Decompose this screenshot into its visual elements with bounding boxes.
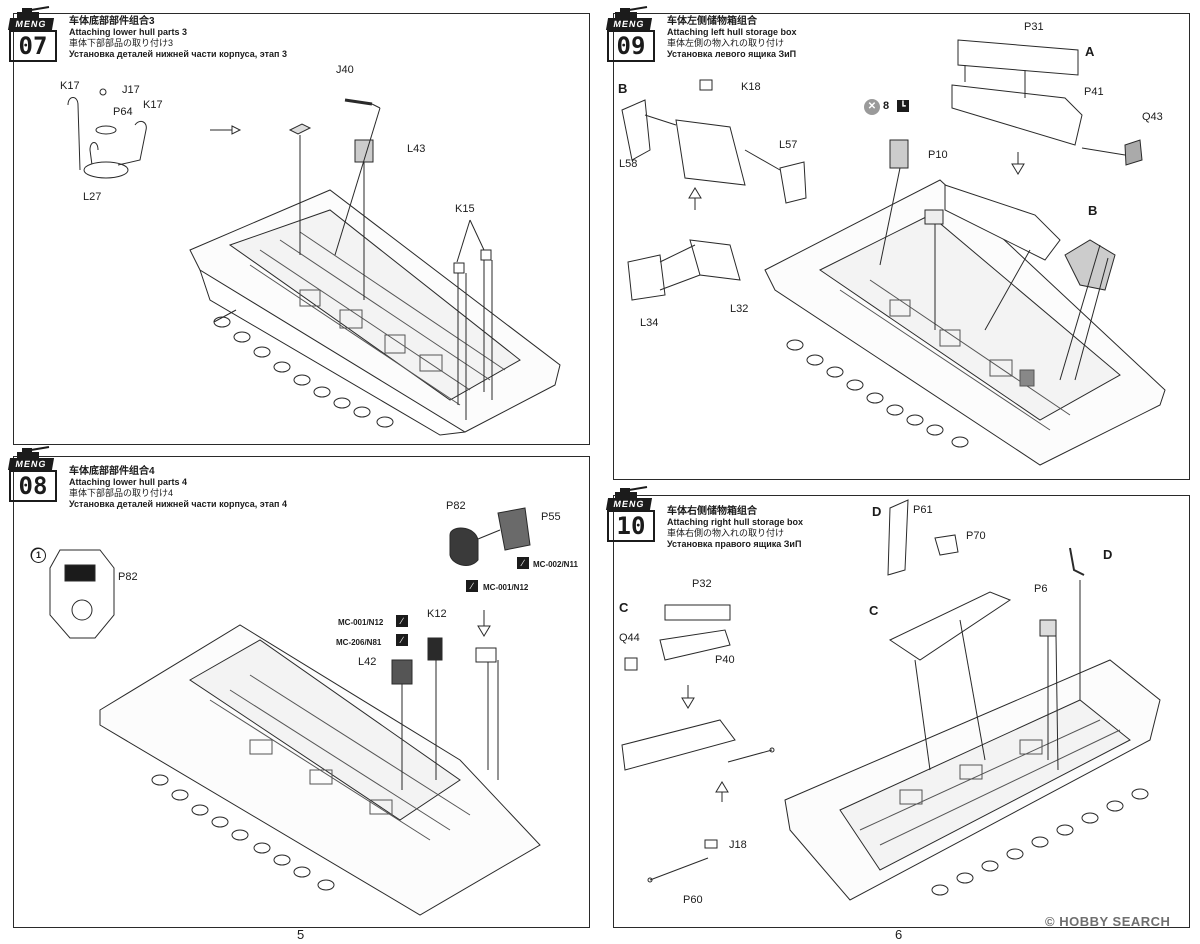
title-jp: 車体左側の物入れの取り付け <box>667 38 785 48</box>
repeat-count: 8 <box>883 100 890 112</box>
part-label: P32 <box>692 578 712 590</box>
title-cn: 车体底部部件组合4 <box>69 466 155 477</box>
part-label: L58 <box>619 158 638 170</box>
part-label: J17 <box>122 84 140 96</box>
part-label: Q43 <box>1142 111 1163 123</box>
part-label: P41 <box>1084 86 1104 98</box>
part-label: P55 <box>541 511 561 523</box>
part-label: P64 <box>113 106 133 118</box>
watermark: © HOBBY SEARCH <box>1045 914 1170 929</box>
title-jp: 車体下部部品の取り付け4 <box>69 488 174 498</box>
hull-drawing-10 <box>622 500 1160 900</box>
part-label: K18 <box>741 81 761 93</box>
title-ru: Установка левого ящика ЗиП <box>667 49 797 59</box>
part-label: P82 <box>118 571 138 583</box>
part-label: P70 <box>966 530 986 542</box>
title-jp: 車体下部部品の取り付け3 <box>69 38 174 48</box>
watermark-text: HOBBY SEARCH <box>1059 914 1171 929</box>
paint-brush-icon: ∕ <box>466 580 478 592</box>
part-label: L34 <box>640 317 659 329</box>
part-label: P31 <box>1024 21 1044 33</box>
title-en: Attaching left hull storage box <box>667 27 797 37</box>
step-07-title: 车体底部部件组合3 Attaching lower hull parts 3 車… <box>69 16 287 60</box>
paint-brush-icon: ∕ <box>517 557 529 569</box>
paint-code: MC-001/N12 <box>338 618 384 627</box>
part-label: P10 <box>928 149 948 161</box>
hull-drawing-07 <box>68 89 560 435</box>
part-label: L57 <box>779 139 798 151</box>
subassembly-letter: B <box>1088 203 1098 218</box>
page-number-right: 6 <box>895 927 903 942</box>
part-label: J18 <box>729 839 747 851</box>
part-label: P82 <box>446 500 466 512</box>
paint-code: MC-002/N11 <box>533 560 578 569</box>
subassembly-letter: C <box>619 600 629 615</box>
hull-drawing-09 <box>622 40 1165 465</box>
boot-icon: ┗ <box>897 100 909 112</box>
step-number: 07 <box>9 30 57 62</box>
paint-code: MC-001/N12 <box>483 583 529 592</box>
part-label: K17 <box>60 80 80 92</box>
hull-drawing-08 <box>31 508 540 915</box>
callout-number: 1 <box>31 548 46 563</box>
step-number: 09 <box>607 30 655 62</box>
part-label: L42 <box>358 656 377 668</box>
tank-logo-icon <box>17 6 50 18</box>
title-ru: Установка правого ящика ЗиП <box>667 539 802 549</box>
part-label: L27 <box>83 191 102 203</box>
title-ru: Установка деталей нижней части корпуса, … <box>69 499 288 509</box>
tank-logo-icon <box>615 6 648 18</box>
part-label: P60 <box>683 894 703 906</box>
part-label: K12 <box>427 608 447 620</box>
repeat-x-icon: ✕ <box>864 99 880 115</box>
part-label: Q44 <box>619 632 640 644</box>
title-cn: 车体底部部件组合3 <box>69 16 155 27</box>
step-10-title: 车体右侧储物箱组合 Attaching right hull storage b… <box>667 506 803 550</box>
paint-brush-icon: ∕ <box>396 634 408 646</box>
paint-code: MC-206/N81 <box>336 638 382 647</box>
title-jp: 車体右側の物入れの取り付け <box>667 528 785 538</box>
title-ru: Установка деталей нижней части корпуса, … <box>69 49 288 59</box>
watermark-logo-icon: © <box>1045 914 1056 929</box>
part-label: J40 <box>336 64 354 76</box>
step-number: 08 <box>9 470 57 502</box>
step-09-title: 车体左侧储物箱组合 Attaching left hull storage bo… <box>667 16 797 60</box>
part-label: P6 <box>1034 583 1048 595</box>
part-label: P61 <box>913 504 933 516</box>
part-label: K17 <box>143 99 163 111</box>
title-en: Attaching lower hull parts 4 <box>69 477 188 487</box>
subassembly-letter: A <box>1085 44 1095 59</box>
subassembly-letter: D <box>1103 547 1113 562</box>
subassembly-letter: B <box>618 81 628 96</box>
part-label: P40 <box>715 654 735 666</box>
subassembly-letter: D <box>872 504 882 519</box>
tank-logo-icon <box>615 486 648 498</box>
title-en: Attaching right hull storage box <box>667 517 804 527</box>
step-08-title: 车体底部部件组合4 Attaching lower hull parts 4 車… <box>69 466 287 510</box>
paint-brush-icon: ∕ <box>396 615 408 627</box>
part-label: L32 <box>730 303 749 315</box>
page-number-left: 5 <box>297 927 305 942</box>
tank-logo-icon <box>17 446 50 458</box>
part-label: L43 <box>407 143 426 155</box>
step-number: 10 <box>607 510 655 542</box>
title-en: Attaching lower hull parts 3 <box>69 27 188 37</box>
title-cn: 车体右侧储物箱组合 <box>667 506 757 517</box>
part-label: K15 <box>455 203 475 215</box>
title-cn: 车体左侧储物箱组合 <box>667 16 757 27</box>
subassembly-letter: C <box>869 603 879 618</box>
